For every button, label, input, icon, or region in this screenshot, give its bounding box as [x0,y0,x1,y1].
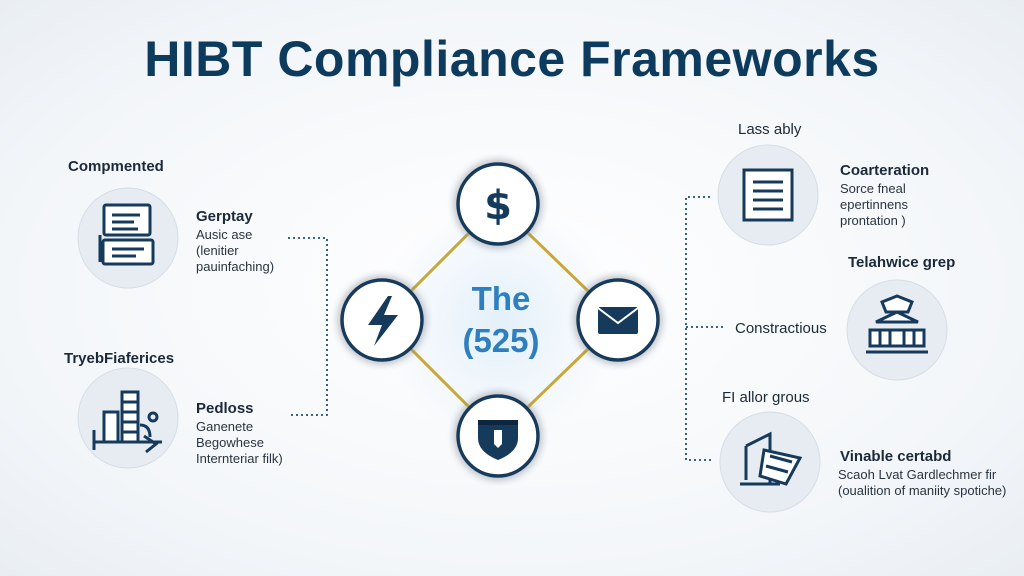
left-2-line-2: Begowhese [196,435,264,450]
crane-blueprint-icon [740,431,803,486]
right-1-line-1: Sorce fneal [840,181,906,196]
left-node-1[interactable] [77,187,179,289]
shield-icon [478,420,518,460]
building-chart-icon [92,390,162,454]
lightning-icon [368,296,398,346]
document-lines-icon [742,168,794,222]
center-label: The (525) [436,278,566,362]
page-title: HIBT Compliance Frameworks [144,31,880,87]
left-2-line-1: Ganenete [196,419,254,434]
right-2-side-label: Constractious [735,320,827,337]
center-label-line1: The [471,280,531,317]
left-node-2[interactable] [77,367,179,469]
right-3-heading: Vinable certabd [840,448,952,465]
right-3-line-2: (oualition of maniity spotiche) [838,483,1007,498]
left-2-line-3: Internteriar filk) [196,451,283,466]
right-1-line-2: epertinnens [840,197,908,212]
right-1-description: Sorce fneal epertinnens prontation ) [840,181,908,229]
shield-node[interactable] [456,394,540,478]
envelope-node[interactable] [576,278,660,362]
left-1-description: Ausic ase (lenitier pauinfaching) [196,227,274,275]
right-node-1[interactable] [717,144,819,246]
dollar-node[interactable]: $ [456,162,540,246]
left-1-line-2: (lenitier [196,243,239,258]
left-2-heading: TryebFiaferices [64,350,175,367]
lightning-node[interactable] [340,278,424,362]
dotted-connectors [288,196,726,461]
right-1-line-3: prontation ) [840,213,906,228]
right-1-top-label: Lass ably [738,121,802,138]
right-1-heading: Coarteration [840,162,930,179]
right-node-3[interactable] [719,411,821,513]
left-1-subtitle: Gerptay [196,208,253,225]
envelope-icon [597,307,639,334]
left-2-description: Ganenete Begowhese Internteriar filk) [196,419,283,467]
left-1-line-3: pauinfaching) [196,259,275,274]
left-1-line-1: Ausic ase [196,227,253,242]
right-node-2[interactable] [846,279,948,381]
left-2-subtitle: Pedloss [196,400,254,417]
pavilion-icon [866,294,928,354]
document-stack-icon [98,203,155,266]
right-2-top-label: Telahwice grep [848,254,956,271]
left-1-heading: Compmented [68,158,164,175]
center-label-line2: (525) [462,322,540,359]
right-3-description: Scaoh Lvat Gardlechmer fir (oualition of… [838,467,1006,499]
dollar-icon: $ [484,183,512,229]
right-3-top-label: FI allor grous [722,389,810,406]
right-3-line-1: Scaoh Lvat Gardlechmer fir [838,467,997,482]
